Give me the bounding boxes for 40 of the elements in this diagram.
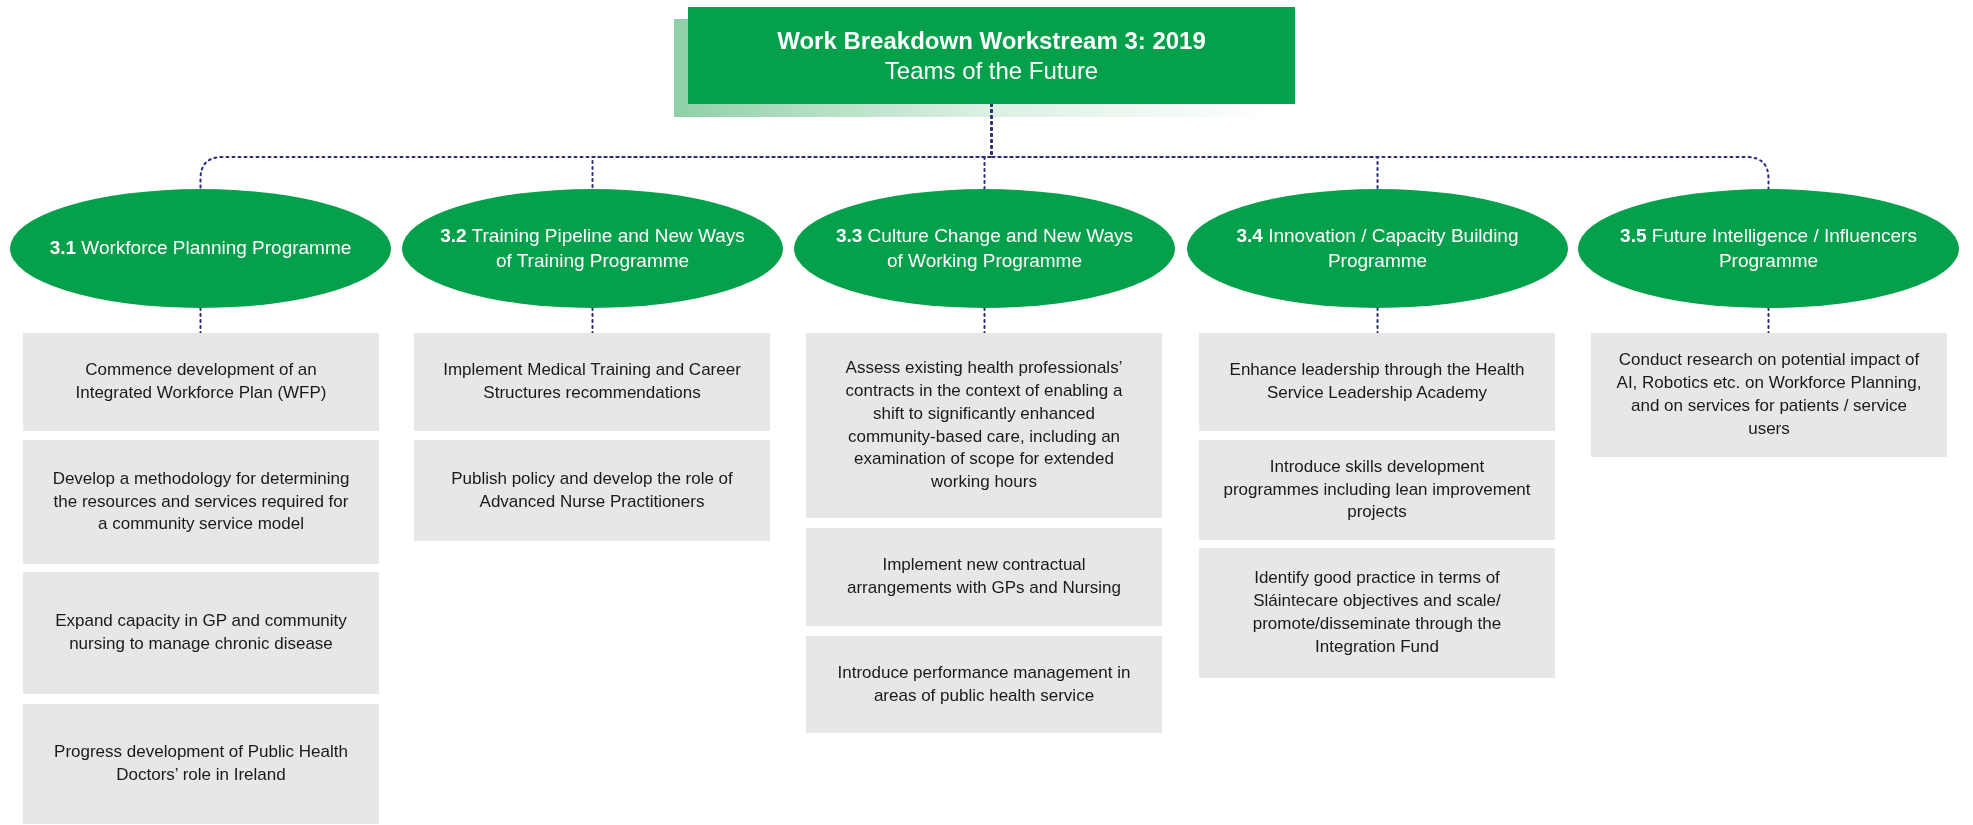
task-box bbox=[806, 528, 1162, 626]
connector-line bbox=[591, 307, 594, 334]
programme-label: 3.5 Future Intelligence / Influencers Programme bbox=[1619, 223, 1918, 273]
task-text: Identify good practice in terms of Sláintecare objectives and scale/ promote/disseminate through the Integration Fund bbox=[1251, 567, 1503, 658]
task-text: Implement Medical Training and Career Structures recommendations bbox=[442, 359, 742, 404]
task-box bbox=[1199, 548, 1555, 678]
connector-line bbox=[1767, 307, 1770, 334]
task-box bbox=[806, 636, 1162, 733]
connector-line bbox=[990, 103, 1770, 190]
task-text: Commence development of an Integrated Workforce Plan (WFP) bbox=[74, 359, 328, 404]
task-text: Conduct research on potential impact of AI, Robotics etc. on Workforce Planning, and on services for patients / service users bbox=[1615, 349, 1923, 440]
task-box bbox=[414, 440, 770, 541]
task-box bbox=[414, 333, 770, 431]
task-box bbox=[1591, 333, 1947, 457]
task-box bbox=[1199, 333, 1555, 431]
programme-label: 3.1 Workforce Planning Programme bbox=[49, 236, 352, 261]
title-heading: Work Breakdown Workstream 3: 2019 bbox=[777, 25, 1206, 56]
task-text: Publish policy and develop the role of Advanced Nurse Practitioners bbox=[450, 467, 734, 513]
connector-line bbox=[983, 307, 986, 334]
task-text: Introduce skills development programmes including lean improvement projects bbox=[1223, 455, 1531, 524]
task-box bbox=[23, 440, 379, 564]
programme-label: 3.2 Training Pipeline and New Ways of Training Programme bbox=[439, 223, 746, 273]
task-box bbox=[23, 704, 379, 824]
task-box bbox=[23, 333, 379, 431]
task-box bbox=[1199, 440, 1555, 540]
title-box bbox=[688, 7, 1295, 104]
task-text: Develop a methodology for determining the resources and services required for a community service model bbox=[51, 467, 351, 536]
task-text: Implement new contractual arrangements with GPs and Nursing bbox=[846, 554, 1122, 599]
task-text: Enhance leadership through the Health Service Leadership Academy bbox=[1228, 359, 1526, 404]
title-subheading: Teams of the Future bbox=[884, 55, 1099, 86]
task-box bbox=[23, 572, 379, 694]
connector-line bbox=[199, 307, 202, 334]
task-text: Expand capacity in GP and community nursing to manage chronic disease bbox=[54, 610, 348, 655]
task-text: Introduce performance management in areas of public health service bbox=[836, 661, 1132, 707]
connector-line bbox=[1376, 307, 1379, 334]
task-text: Progress development of Public Health Doctors’ role in Ireland bbox=[53, 741, 349, 786]
task-box bbox=[806, 333, 1162, 518]
programme-label: 3.4 Innovation / Capacity Building Programme bbox=[1235, 223, 1520, 273]
task-text: Assess existing health professionals’ contracts in the context of enabling a shift to significantly enhanced community-based care, including an examination of scope for extended working hours bbox=[844, 356, 1124, 494]
programme-label: 3.3 Culture Change and New Ways of Working Programme bbox=[834, 223, 1135, 273]
